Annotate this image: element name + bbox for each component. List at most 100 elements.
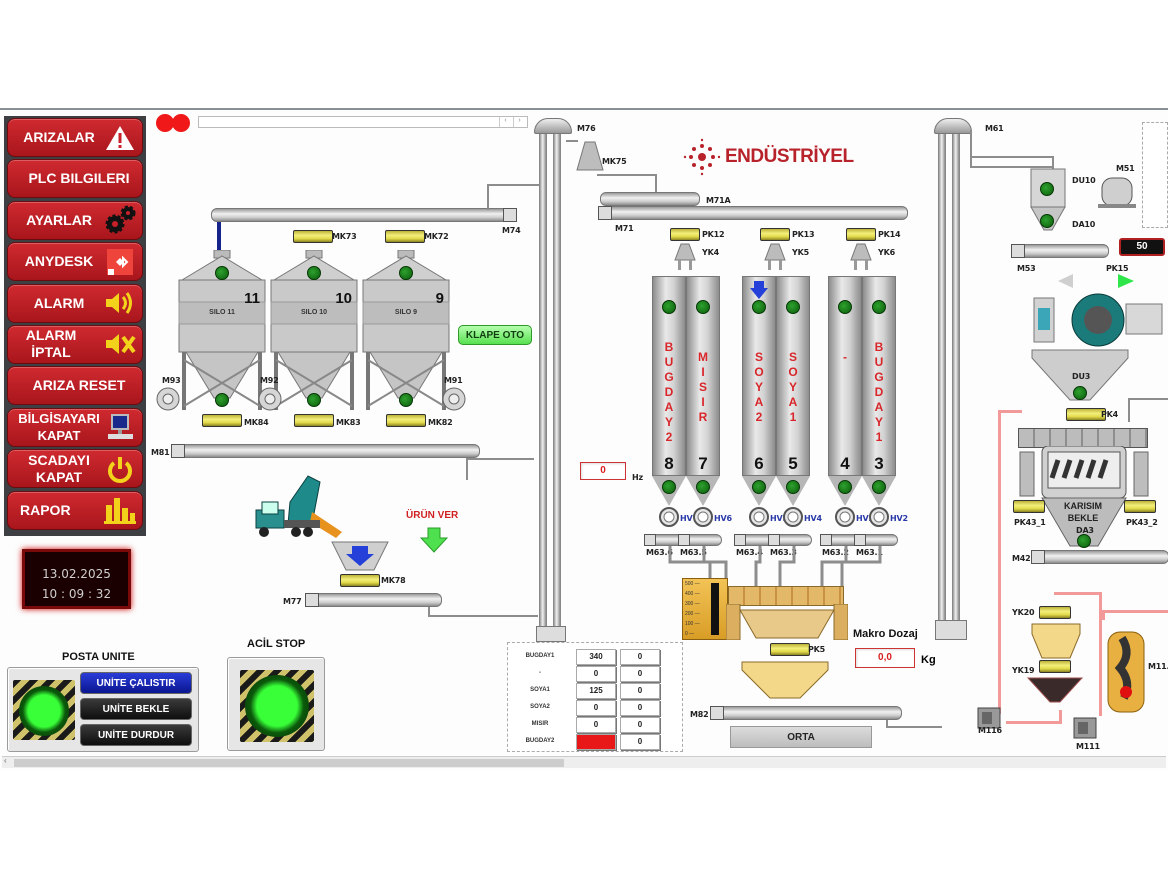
bilgisayari-kapat-button[interactable]: BİLGİSAYARI KAPAT — [7, 407, 143, 447]
silo[interactable]: 9 SILO 9 — [362, 250, 450, 410]
rotary-valve-icon[interactable] — [692, 506, 714, 528]
pipe — [597, 174, 657, 192]
top-scrollbar[interactable]: ‹ › — [198, 116, 528, 128]
valve-silo-discharge[interactable] — [386, 414, 426, 427]
recipe-row-name: BUGDAY1 — [525, 653, 555, 659]
scroll-right-icon[interactable]: › — [513, 117, 525, 127]
conveyor-end — [820, 534, 832, 546]
label-pk43-1: PK43_1 — [1014, 518, 1046, 527]
valve-yk19[interactable] — [1039, 660, 1071, 673]
rapor-label: RAPOR — [20, 501, 71, 518]
recipe-set-value[interactable]: 0 — [576, 717, 616, 733]
left-arrow-icon[interactable] — [1056, 272, 1074, 290]
silo-label: SILO 9 — [394, 309, 418, 316]
conveyor-m71 — [600, 206, 908, 220]
recipe-set-value[interactable]: 0 — [576, 666, 616, 682]
ayarlar-button[interactable]: AYARLAR — [7, 200, 143, 240]
pipe — [428, 607, 538, 617]
posta-unite-panel: UNİTE ÇALISTIR UNİTE BEKLE UNİTE DURDUR — [7, 667, 199, 752]
label-mk73: MK73 — [332, 232, 357, 241]
label-yk19: YK19 — [1012, 666, 1035, 675]
scroll-left-icon[interactable]: ‹ — [4, 756, 7, 765]
plc-bilgileri-label: PLC BILGILERI — [28, 170, 130, 187]
recipe-set-value[interactable]: 0 — [576, 734, 616, 750]
valve-pk[interactable] — [846, 228, 876, 241]
label-m61: M61 — [985, 124, 1004, 133]
valve-silo-discharge[interactable] — [294, 414, 334, 427]
alarm-iptal-button[interactable]: ALARM İPTAL — [7, 324, 143, 364]
label-hv: HV7 — [680, 514, 698, 523]
label-pk: PK14 — [878, 230, 901, 239]
unit-status-lamp — [19, 686, 69, 736]
ariza-reset-button[interactable]: ARIZA RESET — [7, 366, 143, 406]
arizalar-button[interactable]: ARIZALAR — [7, 118, 143, 157]
valve-yk20[interactable] — [1039, 606, 1071, 619]
valve-pk43-2[interactable] — [1124, 500, 1156, 513]
right-arrow-icon[interactable] — [1116, 272, 1136, 290]
frequency-unit: Hz — [632, 473, 643, 482]
recipe-actual-value: 0 — [620, 700, 660, 716]
bilgisayari-kapat-label: BİLGİSAYARI KAPAT — [18, 411, 100, 444]
valve-pk[interactable] — [670, 228, 700, 241]
unite-durdur-button[interactable]: UNİTE DURDUR — [80, 724, 192, 746]
elevator-m61-leg — [952, 128, 960, 638]
urun-ver-arrow-icon[interactable] — [420, 526, 448, 554]
rotary-valve-icon[interactable] — [748, 506, 770, 528]
label-silo-valve: MK84 — [244, 418, 269, 427]
frequency-display: 0 — [580, 462, 626, 480]
label-mk72: MK72 — [424, 232, 449, 241]
valve-mk73[interactable] — [293, 230, 333, 243]
recipe-set-value[interactable]: 340 — [576, 649, 616, 665]
level-sensor-top — [786, 300, 800, 314]
valve-mk72[interactable] — [385, 230, 425, 243]
silo[interactable]: 11 SILO 11 — [178, 250, 266, 410]
silo-number: 10 — [335, 290, 352, 307]
valve-silo-discharge[interactable] — [202, 414, 242, 427]
klape-oto-button[interactable]: KLAPE OTO — [458, 325, 532, 345]
motor-icon — [156, 387, 180, 411]
elevator-head — [534, 118, 572, 134]
pipe — [970, 130, 1054, 168]
storage-bin[interactable] — [776, 276, 810, 476]
label-hv: HV6 — [714, 514, 732, 523]
emergency-stop-button[interactable] — [245, 675, 309, 737]
valve-pk[interactable] — [760, 228, 790, 241]
label-feeder-motor: M63.5 — [680, 548, 707, 557]
level-sensor-top — [215, 266, 229, 280]
unite-bekle-button[interactable]: UNİTE BEKLE — [80, 698, 192, 720]
alarm-button[interactable]: ALARM — [7, 283, 143, 323]
bin-number: 7 — [698, 454, 708, 473]
valve-pk5[interactable] — [770, 643, 810, 656]
horizontal-scrollbar[interactable]: ‹ — [2, 756, 1166, 768]
silo[interactable]: 10 SILO 10 — [270, 250, 358, 410]
red-pipe — [1102, 610, 1168, 620]
rotary-valve-icon[interactable] — [834, 506, 856, 528]
scale-tick-label: 200 — — [685, 611, 700, 617]
valve-pk43-1[interactable] — [1013, 500, 1045, 513]
conveyor-m74 — [211, 208, 513, 222]
rotary-valve-icon[interactable] — [658, 506, 680, 528]
label-m112: M11.. — [1148, 662, 1168, 671]
anydesk-button[interactable]: ANYDESK — [7, 242, 143, 282]
recipe-set-value[interactable]: 125 — [576, 683, 616, 699]
mixer-top — [1018, 428, 1148, 448]
scrollbar-thumb[interactable] — [14, 759, 564, 767]
scroll-left-icon[interactable]: ‹ — [499, 117, 511, 127]
rotary-valve-icon[interactable] — [782, 506, 804, 528]
scale-tick-label: 300 — — [685, 601, 700, 607]
label-m82: M82 — [690, 710, 709, 719]
orta-button[interactable]: ORTA — [730, 726, 872, 748]
rotary-valve-icon[interactable] — [868, 506, 890, 528]
rapor-button[interactable]: RAPOR — [7, 490, 143, 530]
unite-calistir-button[interactable]: UNİTE ÇALISTIR — [80, 672, 192, 694]
liquid-hopper — [1031, 623, 1081, 659]
valve-mk78[interactable] — [340, 574, 380, 587]
acil-stop-panel — [227, 657, 325, 751]
label-yk: YK6 — [878, 248, 895, 257]
valve-pk4[interactable] — [1066, 408, 1106, 421]
scadayi-kapat-button[interactable]: SCADAYI KAPAT — [7, 449, 143, 489]
level-sensor-top — [307, 266, 321, 280]
plc-bilgileri-button[interactable]: PLC BILGILERI — [7, 159, 143, 199]
label-du3: DU3 — [1072, 372, 1091, 381]
recipe-set-value[interactable]: 0 — [576, 700, 616, 716]
